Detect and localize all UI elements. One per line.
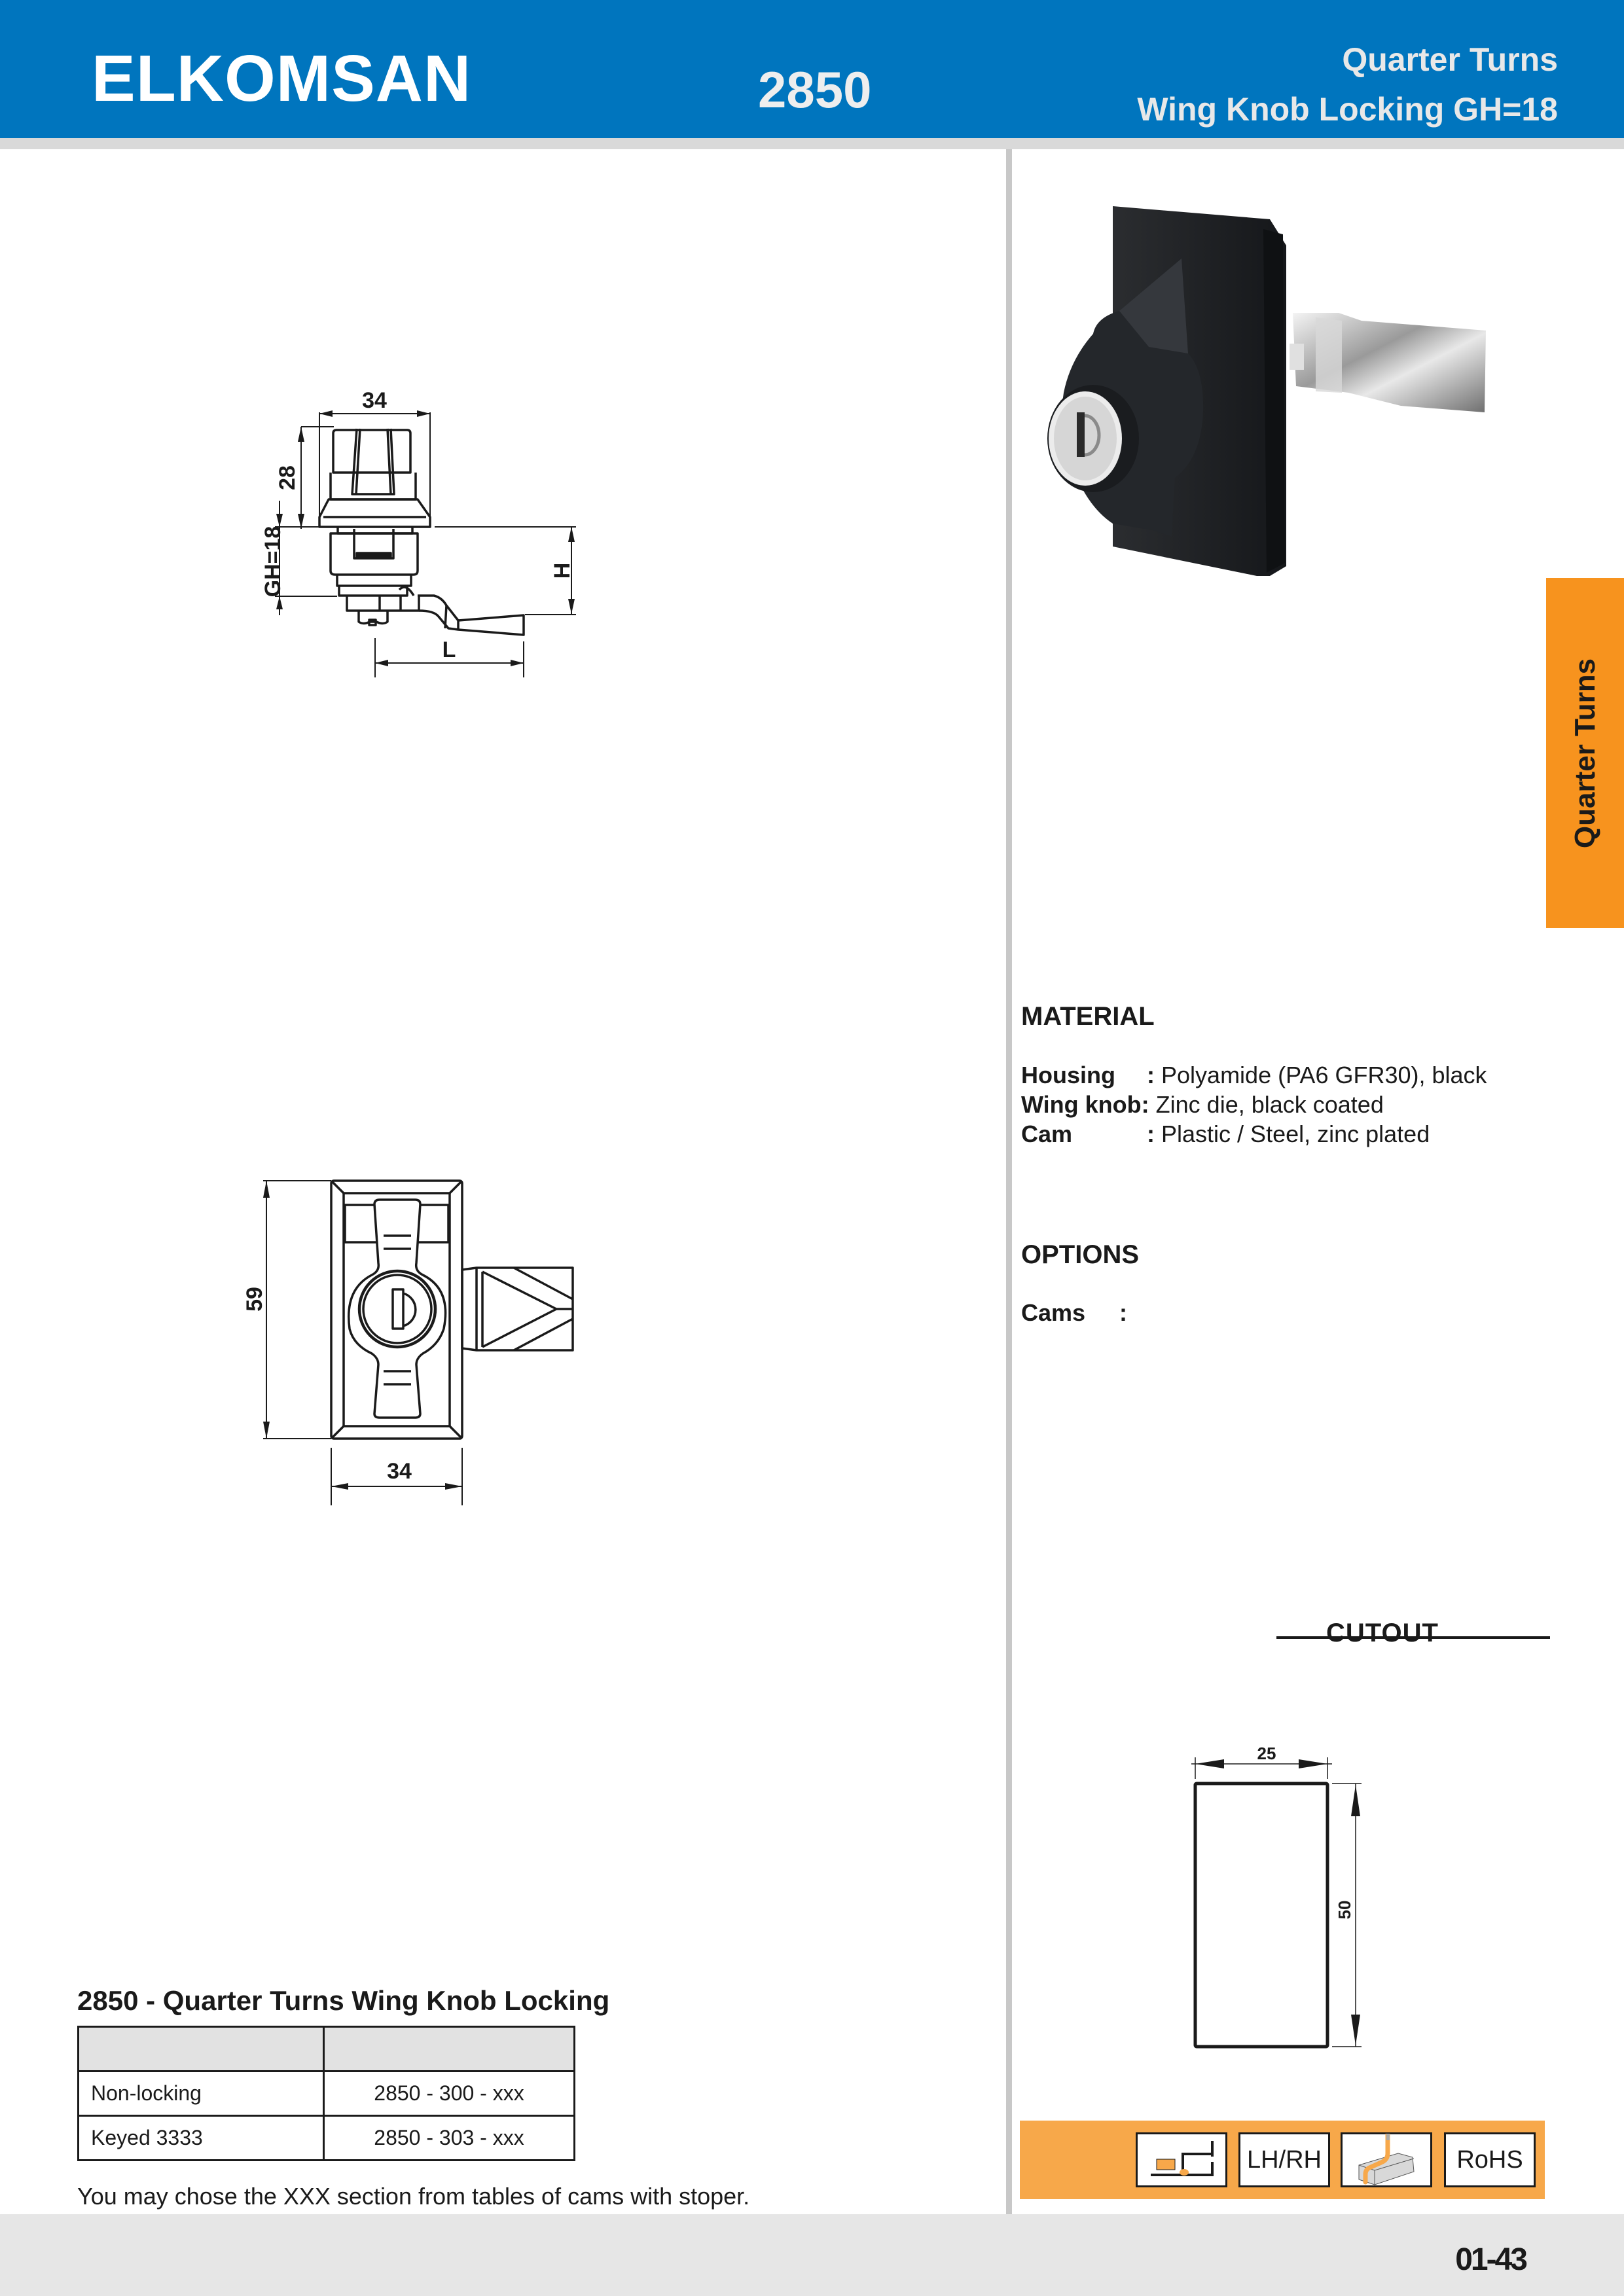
table-header-cell (77, 2026, 325, 2072)
material-list: Housing: Polyamide (PA6 GFR30), black Wi… (1021, 1060, 1487, 1149)
product-title: Wing Knob Locking GH=18 (1137, 91, 1558, 128)
side-view-drawing: 34 28 GH=18 H L (261, 388, 576, 677)
cutout-dim-width: 25 (1257, 1744, 1276, 1763)
lh-rh-badge: LH/RH (1238, 2132, 1330, 2187)
table-row: Non-locking 2850 - 300 - xxx (77, 2070, 575, 2117)
dim-width-34: 34 (362, 388, 387, 413)
order-table-title: 2850 - Quarter Turns Wing Knob Locking (77, 1985, 610, 2016)
footer-bar (0, 2214, 1624, 2296)
side-tab-label: Quarter Turns (1568, 658, 1601, 848)
options-heading: OPTIONS (1021, 1240, 1140, 1269)
zinc-plating-profile-icon (1341, 2132, 1432, 2187)
feature-icon-band: LH/RH RoHS (1020, 2121, 1545, 2199)
table-header-row (77, 2026, 575, 2072)
dim-width-34-front: 34 (387, 1459, 412, 1484)
rohs-badge: RoHS (1444, 2132, 1536, 2187)
column-divider (1006, 149, 1012, 2214)
part-number-cell: 2850 - 303 - xxx (323, 2115, 575, 2161)
model-number: 2850 (758, 61, 872, 118)
cutout-heading-rule (1276, 1636, 1550, 1639)
material-row-housing: Housing: Polyamide (PA6 GFR30), black (1021, 1062, 1487, 1088)
part-number-cell: 2850 - 300 - xxx (323, 2070, 575, 2117)
material-row-wing-knob: Wing knob: Zinc die, black coated (1021, 1091, 1384, 1118)
mounting-panel-icon (1136, 2132, 1227, 2187)
cutout-heading: CUTOUT (1326, 1619, 1439, 1647)
brand-name: ELKOMSAN (92, 42, 472, 115)
front-view-drawing: 59 34 (242, 1179, 574, 1505)
page-number: 01-43 (1455, 2242, 1528, 2277)
header-bar (0, 0, 1624, 138)
cutout-dim-height: 50 (1335, 1901, 1354, 1920)
category-title: Quarter Turns (1342, 41, 1558, 78)
dim-l: L (442, 637, 456, 662)
dim-height-59: 59 (242, 1287, 267, 1312)
order-note: You may chose the XXX section from table… (77, 2183, 750, 2210)
options-row-cams: Cams: (1021, 1299, 1127, 1326)
table-row: Keyed 3333 2850 - 303 - xxx (77, 2115, 575, 2161)
dim-gh-18: GH=18 (261, 526, 285, 598)
section-side-tab[interactable]: Quarter Turns (1546, 578, 1624, 928)
material-row-cam: Cam: Plastic / Steel, zinc plated (1021, 1121, 1430, 1147)
header-underline-strip (0, 138, 1624, 149)
order-table: Non-locking 2850 - 300 - xxx Keyed 3333 … (77, 2026, 575, 2161)
dim-h: H (550, 563, 575, 579)
cutout-drawing: 25 50 (1191, 1744, 1362, 2049)
variant-cell: Keyed 3333 (77, 2115, 325, 2161)
dim-height-28: 28 (275, 465, 300, 490)
material-heading: MATERIAL (1021, 1002, 1155, 1031)
table-header-cell (323, 2026, 575, 2072)
product-photo (1047, 206, 1486, 576)
variant-cell: Non-locking (77, 2070, 325, 2117)
